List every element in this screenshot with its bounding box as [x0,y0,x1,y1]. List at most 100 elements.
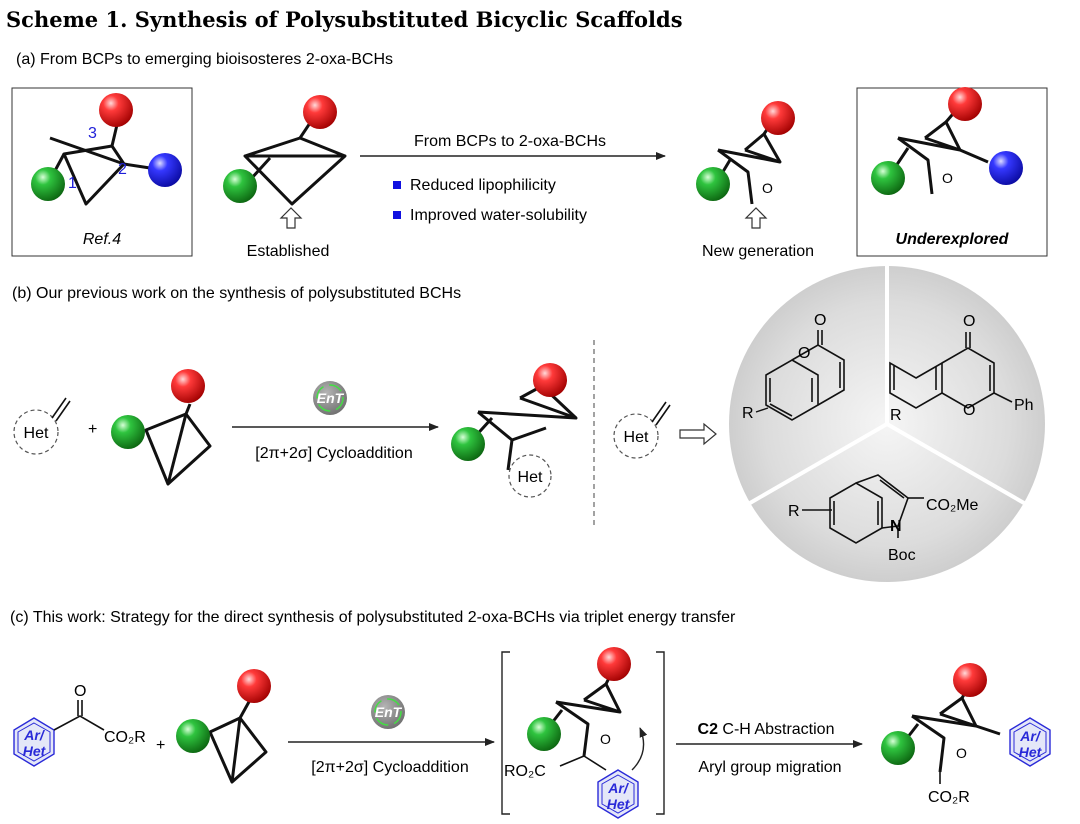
position-2-label: 2 [118,161,127,178]
position-3-label: 3 [88,125,97,142]
c2-abstraction-label: C2 C-H Abstraction [698,721,835,738]
up-arrow-icon [744,207,768,229]
green-sphere [451,427,485,461]
ester-group: CO₂R [104,729,146,746]
bch-het-skeleton [470,384,578,471]
oxygen-label: O [762,180,773,196]
scheme-title: Scheme 1. Synthesis of Polysubstituted B… [6,7,683,32]
green-sphere [696,167,730,201]
aryl-hexagon-inner [1013,722,1047,762]
c2-bold: C2 [698,721,719,738]
aryl-hexagon [597,769,639,819]
panel-c-heading: (c) This work: Strategy for the direct s… [10,609,736,626]
coumarin-structure [765,330,845,421]
aryl-label-line2: Het [23,743,47,759]
coumarin-ring-oxygen: O [798,345,810,362]
ref4-label: Ref.4 [83,231,121,248]
green-sphere [527,717,561,751]
up-arrow-icon [279,207,303,229]
het-dashed-circle [613,413,659,459]
position-1-label: 1 [68,175,77,192]
established-label: Established [247,243,330,260]
blue-sphere [989,151,1023,185]
ent-label: EnT [317,390,345,406]
green-sphere [176,719,210,753]
indole-ester: CO₂Me [926,497,979,514]
panel-a-heading: (a) From BCPs to emerging bioisosteres 2… [16,51,393,68]
aryl-migration-label: Aryl group migration [698,759,841,776]
green-sphere [871,161,905,195]
flavone-structure [889,332,1013,409]
aryl-label-line1: Ar/ [1019,728,1042,744]
flavone-phenyl: Ph [1014,397,1034,414]
benefit-lipophilicity: Reduced lipophilicity [410,177,556,194]
green-sphere [111,415,145,449]
het-dashed-circle [13,409,59,455]
indole-boc: Boc [888,547,916,564]
scope-dividers [749,266,1025,505]
bracket-left [501,651,510,815]
flavone-ring-oxygen: O [963,402,975,419]
aryl-label-line1: Ar/ [23,727,46,743]
red-sphere [948,87,982,121]
ring-oxygen: O [600,731,611,747]
red-sphere [171,369,205,403]
alkene-bond [51,397,71,422]
underexplored-label: Underexplored [896,231,1010,248]
red-sphere [953,663,987,697]
ent-catalyst-icon [313,381,347,415]
cycloaddition-label: [2π+2σ] Cycloaddition [255,445,412,462]
cycloaddition-label: [2π+2σ] Cycloaddition [311,759,468,776]
red-sphere [237,669,271,703]
green-sphere [31,167,65,201]
panel-c-heading-rest: Strategy for the direct synthesis of pol… [110,609,736,626]
bcb-skeleton [144,403,212,486]
oxa-bch-trisubstituted-skeleton [890,107,989,195]
blue-sphere [148,153,182,187]
bch-skeleton-ref4 [49,111,151,206]
panel-c-heading-prefix: (c) This work: [10,609,106,626]
catalyst-ring [316,384,344,412]
het-label: Het [518,469,543,486]
carbonyl-bond [77,700,83,716]
migration-curved-arrow [631,727,648,771]
aryl-hexagon-inner [601,774,635,814]
quaternary-bonds [559,755,607,771]
bcp-skeleton [243,119,347,206]
ring-oxygen: O [956,745,967,761]
aryl-hexagon [1009,717,1051,767]
c2-rest: C-H Abstraction [722,721,834,738]
green-sphere [223,169,257,203]
red-sphere [99,93,133,127]
product-ester: CO₂R [928,789,970,806]
indole-nitrogen: N [890,518,902,535]
flavone-r-group: R [890,407,902,424]
aryl-hexagon-inner [17,722,51,762]
catalyst-ring [374,698,402,726]
ref4-box [11,87,193,257]
underexplored-box [856,87,1048,257]
red-sphere [761,101,795,135]
indole-structure [829,474,924,544]
oxa-bch-skeleton [716,121,782,205]
ro2c-group: RO₂C [504,763,546,780]
product-skeleton [902,687,1001,773]
het-label: Het [624,429,649,446]
het-dashed-circle [508,454,552,498]
red-sphere [303,95,337,129]
ent-catalyst-icon [371,695,405,729]
ent-label: EnT [375,704,403,720]
oxygen-label: O [942,170,953,186]
red-sphere [597,647,631,681]
plus-sign: + [88,421,97,438]
bcb-skeleton [208,699,268,784]
aryl-label-line2: Het [1019,744,1043,760]
bullet-icon [393,211,401,219]
flavone-carbonyl-oxygen: O [963,313,975,330]
bcp-to-oxa-arrow-label: From BCPs to 2-oxa-BCHs [414,133,606,150]
alkene-bond [651,401,671,426]
coumarin-r-group: R [742,405,754,422]
panel-b-heading: (b) Our previous work on the synthesis o… [12,285,461,302]
ketone-oxygen: O [74,683,86,700]
